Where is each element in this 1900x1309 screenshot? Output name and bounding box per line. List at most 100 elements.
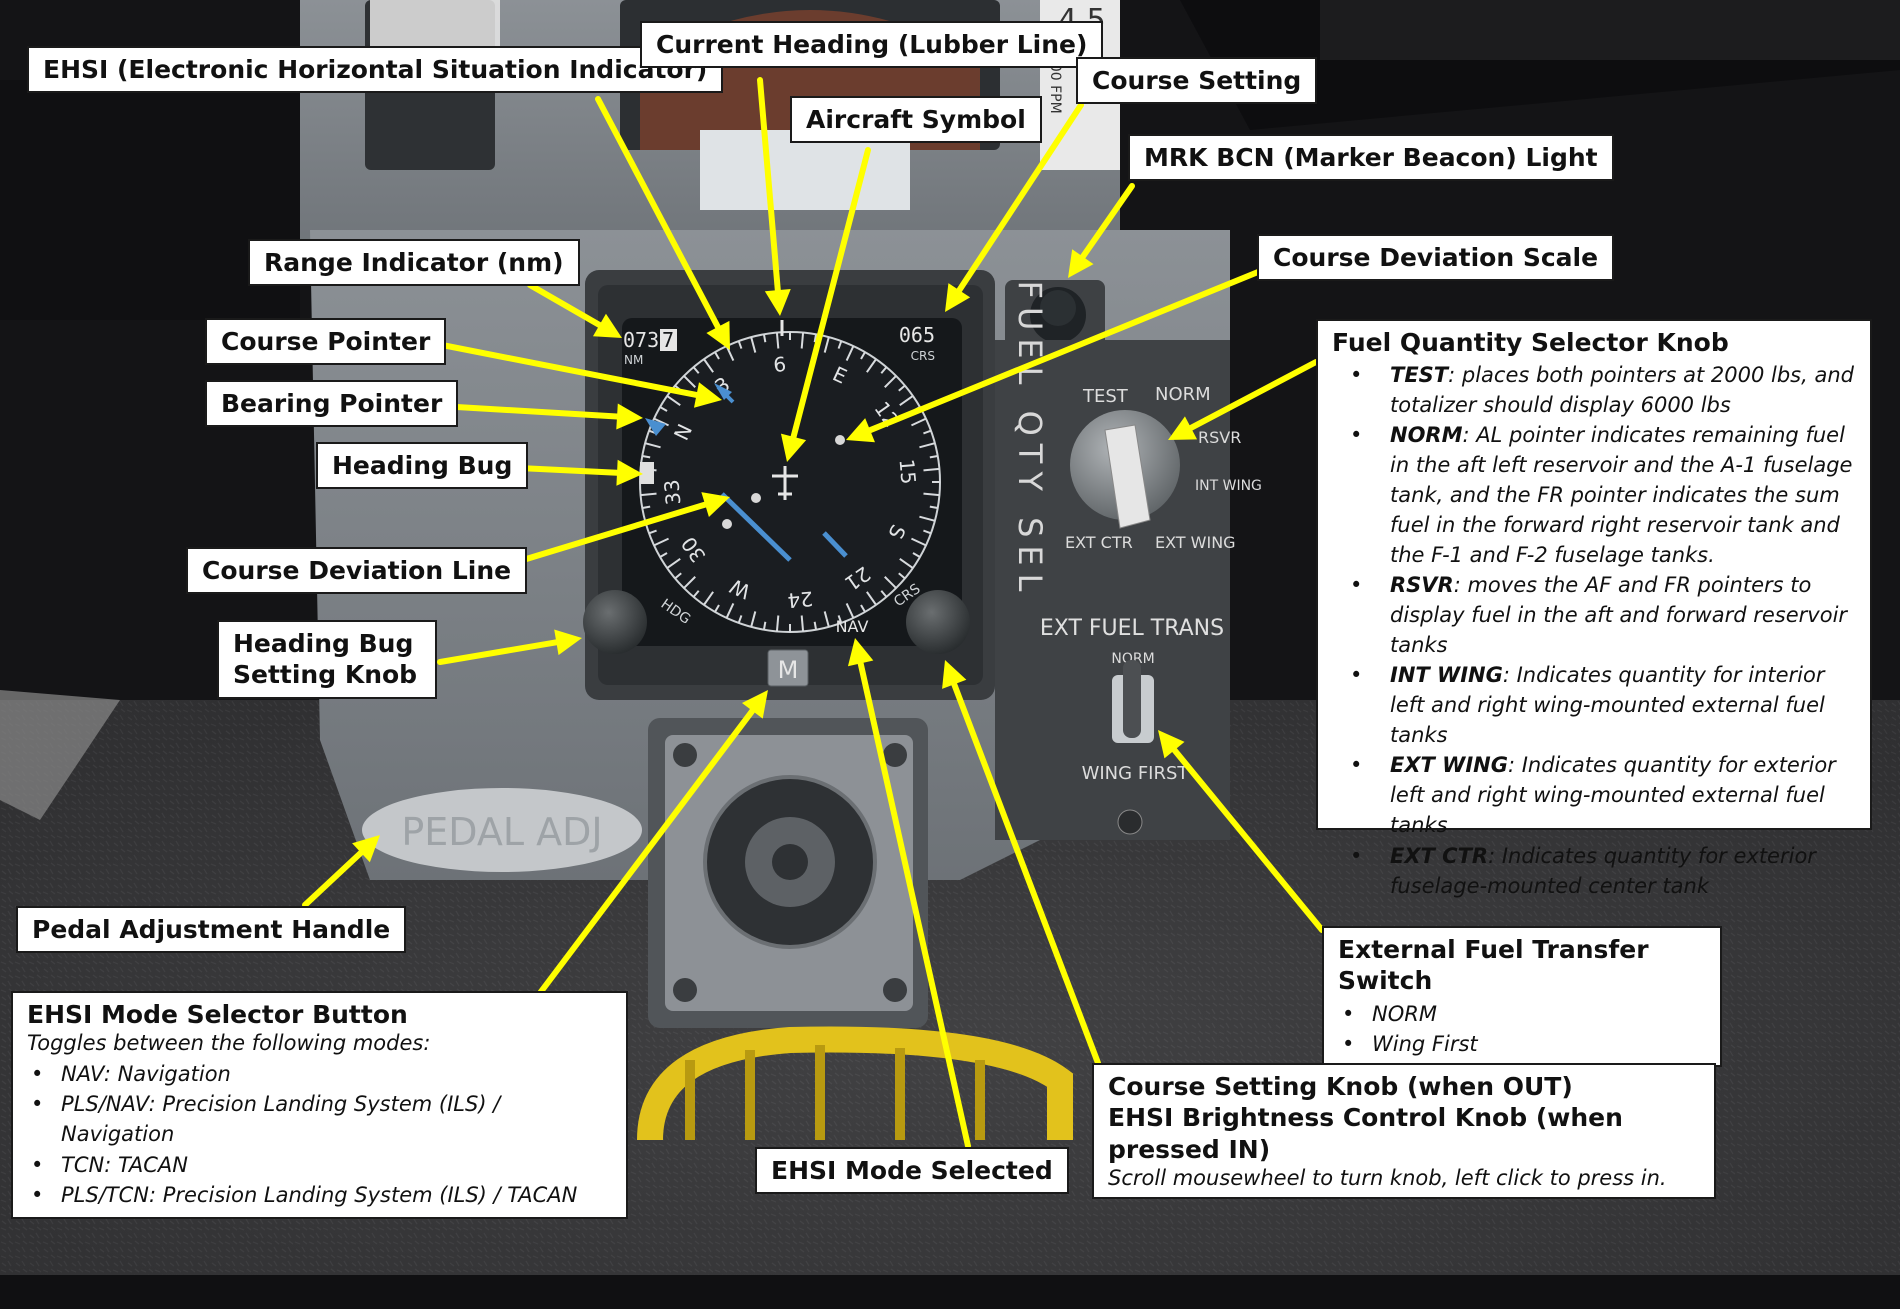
compass-tick (860, 604, 866, 613)
compass-tick (640, 492, 657, 497)
label-mrk-bcn: MRK BCN (Marker Beacon) Light (1128, 134, 1614, 182)
ext-fuel-switch-title: External Fuel Transfer Switch (1338, 935, 1649, 996)
compass-tick (880, 590, 888, 598)
label-aircraft-symbol: Aircraft Symbol (790, 96, 1042, 144)
compass-tick (683, 375, 696, 388)
arrow-mode-selected (847, 638, 971, 1149)
arrow-heading-bug-knob (437, 629, 582, 665)
compass-tick (644, 442, 661, 449)
label-current-heading: Current Heading (Lubber Line) (640, 21, 1104, 69)
compass-tick (929, 505, 938, 510)
compass-tick (845, 345, 855, 361)
compass-tick (813, 621, 818, 630)
arrow-course-knob (942, 660, 1101, 1066)
ext-fuel-switch-item: Wing First (1338, 1029, 1706, 1060)
ext-fuel-trans-legend: EXT FUEL TRANS (1040, 616, 1224, 641)
compass-tick (923, 492, 940, 497)
label-course-deviation-scale: Course Deviation Scale (1257, 234, 1615, 282)
arrow-heading-bug (516, 459, 643, 486)
compass-tick (762, 334, 767, 343)
compass-tick (823, 336, 830, 353)
compass-tick (750, 336, 757, 353)
fuel-knob-list: TEST: places both pointers at 2000 lbs, … (1332, 360, 1856, 900)
mode-selector-item: PLS/TCN: Precision Landing System (ILS) … (27, 1180, 612, 1211)
pos-test: TEST (1082, 386, 1129, 407)
switch-wing-first-legend: WING FIRST (1082, 763, 1190, 784)
compass-tick (725, 345, 735, 361)
pos-ext-ctr: EXT CTR (1065, 533, 1133, 552)
label-heading-bug: Heading Bug (316, 442, 529, 490)
course-readout: 065 (899, 323, 935, 347)
label-course-setting: Course Setting (1076, 57, 1318, 105)
label-range-indicator: Range Indicator (nm) (248, 239, 580, 287)
label-mode-selector-button: EHSI Mode Selector Button Toggles betwee… (11, 991, 628, 1219)
pos-rsvr: RSVR (1198, 428, 1241, 447)
mode-button-legend: M (778, 656, 799, 684)
course-knob-line1: Course Setting Knob (when OUT) (1108, 1072, 1573, 1101)
compass-tick (648, 529, 657, 535)
compass-tick (823, 611, 830, 628)
label-ehsi: EHSI (Electronic Horizontal Situation In… (27, 46, 724, 94)
compass-tick (666, 395, 681, 406)
compass-tick (919, 515, 936, 522)
compass-tick (692, 590, 700, 598)
compass-tick (800, 332, 805, 349)
compass-tick (714, 351, 720, 360)
arrow-course-deviation-scale (846, 269, 1261, 443)
fuel-knob-item: RSVR: moves the AF and FR pointers to di… (1332, 570, 1856, 660)
course-setting-knob (906, 590, 970, 654)
label-fuel-qty-knob: Fuel Quantity Selector Knob TEST: places… (1316, 319, 1872, 898)
compass-tick (653, 537, 669, 547)
compass-tick (775, 615, 780, 632)
compass-tick (674, 572, 682, 580)
compass-tick (714, 604, 720, 613)
compass-tick (884, 576, 897, 589)
compass-tick (884, 375, 897, 388)
arrow-bearing-pointer (437, 403, 643, 430)
label-heading-bug-knob-line1: Heading Bug (233, 629, 414, 658)
compass-tick (800, 615, 805, 632)
label-ext-fuel-switch: External Fuel Transfer Switch NORM Wing … (1322, 926, 1722, 1068)
pos-norm: NORM (1155, 384, 1211, 405)
compass-tick (860, 351, 866, 360)
compass-tick (725, 603, 735, 619)
range-unit: NM (624, 353, 643, 367)
mode-selector-item: TCN: TACAN (27, 1150, 612, 1181)
arrow-range-indicator (527, 282, 622, 338)
compass-tick (837, 615, 843, 624)
mode-legend: NAV (836, 617, 869, 636)
compass-tick (929, 454, 938, 459)
label-pedal-adjustment: Pedal Adjustment Handle (16, 906, 407, 954)
compass-tick (845, 603, 855, 619)
pedal-adjustment-handle (362, 788, 642, 872)
compass-tick (899, 558, 914, 569)
compass-tick (923, 429, 932, 435)
label-bearing-pointer: Bearing Pointer (205, 380, 459, 428)
course-deviation-line-mark (720, 492, 792, 562)
compass-tick (912, 552, 921, 558)
compass-tick (919, 442, 936, 449)
compass-tick (775, 332, 780, 349)
compass-tick (703, 358, 714, 373)
label-heading-bug-knob: Heading Bug Setting Knob (217, 620, 437, 699)
compass-tick (898, 572, 906, 580)
fuel-knob-item: EXT CTR: Indicates quantity for exterior… (1332, 841, 1856, 901)
ext-fuel-switch-item: NORM (1338, 999, 1706, 1030)
compass-label: 33 (659, 479, 685, 506)
course-unit: CRS (911, 349, 935, 363)
compass-tick (737, 615, 743, 624)
pedal-adj-legend: PEDAL ADJ (401, 810, 602, 854)
label-course-pointer: Course Pointer (205, 318, 447, 366)
fuel-knob-item: NORM: AL pointer indicates remaining fue… (1332, 420, 1856, 570)
mode-selector-item: NAV: Navigation (27, 1059, 612, 1090)
fuel-knob-item: EXT WING: Indicates quantity for exterio… (1332, 750, 1856, 840)
compass-tick (923, 529, 932, 535)
compass-label: 15 (894, 458, 920, 485)
pos-int-wing: INT WING (1195, 478, 1262, 494)
compass-label: 6 (772, 352, 787, 377)
arrow-pedal-adjustment (302, 835, 380, 908)
compass-tick (899, 395, 914, 406)
mode-selector-subtitle: Toggles between the following modes: (27, 1031, 431, 1056)
arrow-course-setting (945, 102, 1084, 312)
